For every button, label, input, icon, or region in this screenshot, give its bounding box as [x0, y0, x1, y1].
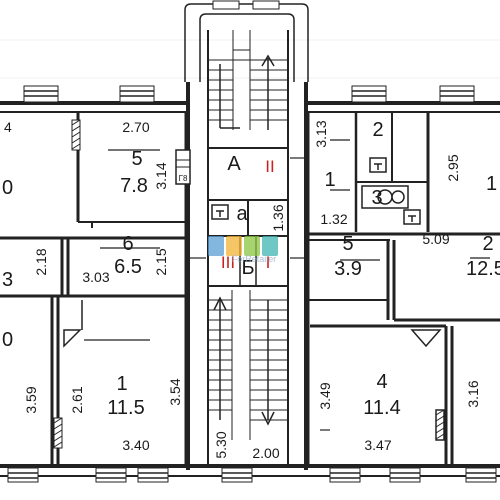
room4-height: 3.49 — [317, 382, 333, 409]
room2-right-area: 12.5 — [466, 258, 500, 280]
bottom-windows — [7, 467, 497, 483]
toilet-icon — [211, 204, 229, 220]
room2-right-number: 2 — [482, 233, 493, 255]
left-mid-dim: 2.18 — [33, 248, 49, 275]
room1-left-area: 11.5 — [107, 397, 144, 419]
room4-width: 3.47 — [364, 437, 391, 453]
stair-arrow-down-icon — [219, 64, 240, 129]
right-block-walls — [306, 112, 500, 466]
stove-icon: Г8 — [175, 149, 191, 185]
stove-label: Г8 — [179, 174, 188, 183]
left-bottom-dim: 3.59 — [23, 386, 39, 413]
dimension-lines — [84, 139, 490, 431]
stair-b-roman-left: III — [221, 253, 235, 272]
room4-area: 11.4 — [363, 397, 400, 419]
left-bottom-area: 0 — [2, 329, 13, 351]
room5-left-height: 3.14 — [153, 162, 169, 189]
room5-left-width: 2.70 — [122, 119, 149, 135]
stair-b-label: Б — [241, 257, 254, 279]
room6-number: 6 — [122, 233, 133, 255]
right-top-dim: 2.95 — [445, 154, 461, 181]
room1-left-width: 3.40 — [122, 437, 149, 453]
stair-a-label: А — [227, 153, 241, 175]
room1-right-dim-bottom: 1.32 — [320, 211, 347, 227]
watermark-text: ForRetailer — [232, 254, 277, 264]
top-window — [212, 0, 280, 10]
left-top-area: 0 — [2, 177, 13, 199]
room1-right-number: 1 — [324, 169, 335, 191]
room4-number: 4 — [376, 371, 387, 393]
watermark-logo: ForRetailer — [208, 236, 278, 264]
stair-arrow-lower-icon — [213, 296, 275, 426]
stair-a-roman: II — [265, 157, 274, 176]
room1-left-dim-left: 2.61 — [69, 386, 85, 413]
stair-tower-top — [184, 0, 309, 82]
toilet-right-icon — [369, 157, 421, 225]
stair-b-roman-right: I — [266, 253, 271, 272]
top-windows — [23, 85, 475, 103]
room5-left-area: 7.8 — [120, 175, 148, 197]
room5-left-number: 5 — [131, 148, 142, 170]
room2-small-number: 2 — [372, 119, 383, 141]
left-mid-area: 3 — [2, 269, 13, 291]
closet-a-label: а — [236, 203, 248, 225]
stair-b-dim-left: 5.30 — [213, 431, 229, 458]
room1-left-number: 1 — [116, 373, 127, 395]
room2-right-width: 5.09 — [422, 231, 449, 247]
room3-small-number: 3 — [371, 187, 382, 209]
right-top-area: 1 — [486, 173, 497, 195]
room5-right-number: 5 — [342, 233, 353, 255]
closet-a-dim: 1.36 — [270, 204, 286, 231]
boiler-icon — [361, 185, 409, 209]
room6-area: 6.5 — [114, 256, 142, 278]
room5-right-area: 3.9 — [334, 258, 362, 280]
left-block-doors — [53, 119, 83, 449]
room6-height: 2.15 — [153, 248, 169, 275]
room6-width: 3.03 — [82, 269, 109, 285]
right-bottom-dim: 3.16 — [465, 380, 481, 407]
room1-right-dim-top: 3.13 — [313, 120, 329, 147]
stair-b-dim-bottom: 2.00 — [252, 445, 279, 461]
stair-arrow-up-icon — [261, 54, 275, 130]
right-block-fixtures — [410, 329, 445, 441]
room1-left-height: 3.54 — [167, 378, 183, 405]
left-top-dim: 4 — [4, 119, 12, 135]
